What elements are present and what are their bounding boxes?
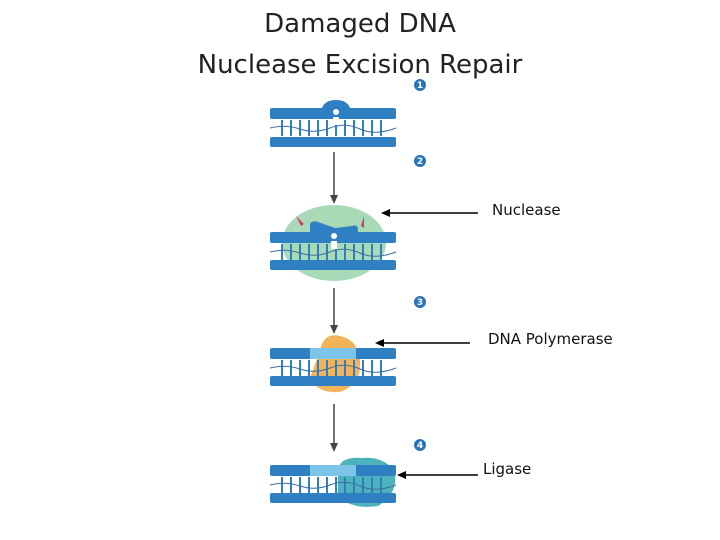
dna-bottom-strand	[270, 137, 396, 147]
arrow-head-icon	[330, 195, 338, 204]
label-arrows	[375, 209, 478, 479]
dna-bottom-strand	[270, 376, 396, 386]
arrow-head-icon	[381, 209, 390, 217]
arrow-head-icon	[375, 339, 384, 347]
nuclease-label: Nuclease	[492, 201, 561, 219]
step-3-dna	[269, 335, 397, 393]
step-number: 1	[417, 81, 423, 91]
damage-bulge	[322, 100, 350, 108]
step-1-dna	[269, 100, 397, 147]
new-strand-segment	[310, 465, 356, 476]
cut-site-arrows	[296, 216, 364, 228]
title-line-2: Nuclease Excision Repair	[197, 50, 523, 80]
step-number: 4	[417, 441, 423, 451]
step-badge-4: 4	[414, 439, 426, 451]
dna-bottom-strand	[270, 493, 396, 503]
arrow-head-icon	[397, 471, 406, 479]
new-strand-segment	[310, 348, 356, 359]
dna-helix-line	[269, 124, 397, 133]
step-number: 3	[417, 298, 423, 308]
dna-helix-line	[269, 248, 397, 257]
excised-segment	[310, 221, 358, 232]
dna-bottom-strand	[270, 260, 396, 270]
step-2-dna	[269, 205, 397, 281]
arrow-head-icon	[330, 443, 338, 452]
step-badge-3: 3	[414, 296, 426, 308]
dna-helix-line	[269, 364, 397, 373]
dna-top-strand	[270, 108, 396, 119]
step-badge-2: 2	[414, 155, 426, 167]
arrow-head-icon	[330, 325, 338, 334]
ligase-label: Ligase	[483, 460, 532, 478]
step-number: 2	[417, 157, 423, 167]
title-line-1: Damaged DNA	[264, 9, 456, 39]
dna-helix-line	[269, 481, 397, 490]
process-arrows	[330, 152, 338, 452]
polymerase-label: DNA Polymerase	[488, 330, 613, 348]
lesion-icon	[333, 109, 339, 125]
lesion-icon	[331, 233, 337, 249]
step-4-dna	[269, 457, 397, 507]
step-badge-1: 1	[414, 79, 426, 91]
